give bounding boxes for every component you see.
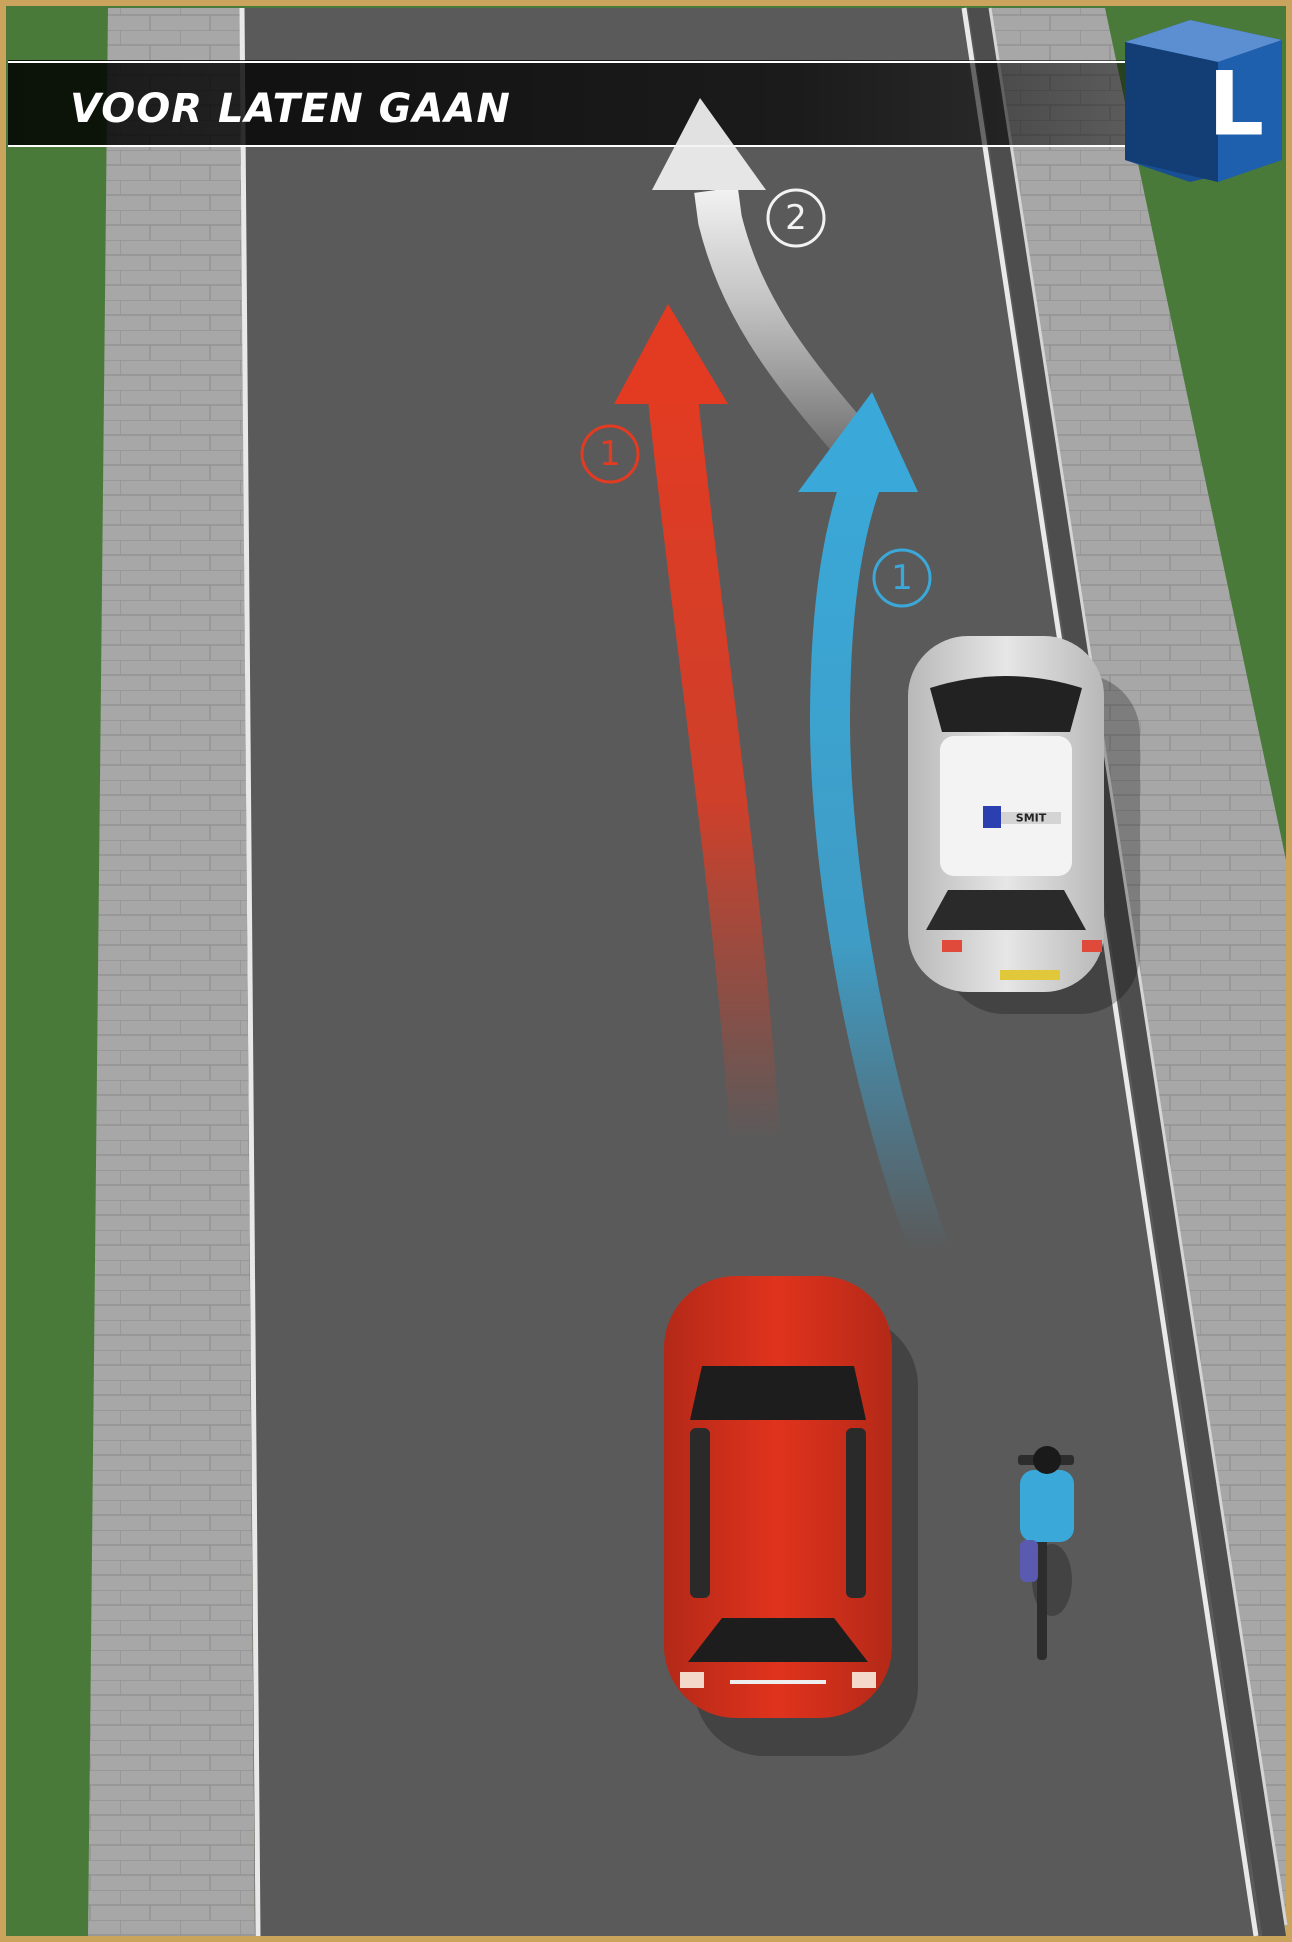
red-car-windshield xyxy=(690,1366,866,1420)
arrow-1-blue-number: 1 xyxy=(891,558,913,598)
parked-car-rear-window xyxy=(926,890,1086,930)
driving-school-sign-text: SMIT xyxy=(1016,812,1047,825)
l-badge: L xyxy=(1125,20,1282,182)
badge-letter: L xyxy=(1208,53,1264,156)
arrow-1-red-number: 1 xyxy=(599,434,621,474)
cyclist-jacket xyxy=(1020,1470,1074,1542)
parked-car-plate xyxy=(1000,970,1060,980)
parked-white-car: SMIT xyxy=(908,636,1140,1014)
cyclist-head xyxy=(1033,1446,1061,1474)
arrow-2-number: 2 xyxy=(785,198,807,238)
driving-school-sign xyxy=(983,806,1001,828)
red-car xyxy=(664,1276,918,1756)
page-title: VOOR LATEN GAAN xyxy=(70,86,511,132)
parked-car-windshield xyxy=(930,676,1082,732)
title-banner: VOOR LATEN GAAN xyxy=(8,60,1133,146)
left-sidewalk xyxy=(88,8,255,1936)
